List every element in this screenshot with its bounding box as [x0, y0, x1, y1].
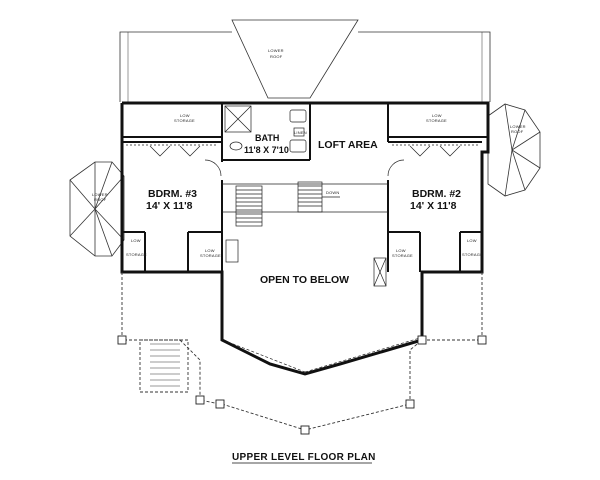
plan-title: UPPER LEVEL FLOOR PLAN — [232, 452, 376, 463]
low-storage-top-left-storage: STORAGE — [174, 118, 195, 123]
deck-posts — [117, 335, 487, 435]
plan-details — [126, 105, 480, 373]
bdrm3-label: BDRM. #3 — [148, 188, 197, 200]
low-storage-bl-low: LOW — [205, 248, 215, 253]
roof-top-label: ROOF — [270, 54, 283, 59]
lower-roof-top-label: LOWER — [268, 48, 284, 53]
exterior-walls — [120, 101, 490, 376]
open-to-below-label: OPEN TO BELOW — [260, 274, 349, 286]
roof-outline — [119, 19, 491, 102]
linen-label: LINEN — [294, 130, 307, 135]
bdrm2-label: BDRM. #2 — [412, 188, 461, 200]
low-storage-left-vertical-storage: STORAGE — [126, 252, 147, 257]
bath-size-label: 11'8 X 7'10 — [244, 145, 289, 155]
bdrm2-size-label: 14' X 11'8 — [410, 200, 457, 212]
right-turret-roof-label: ROOF — [511, 129, 524, 134]
low-storage-right-vertical-storage: STORAGE — [462, 252, 483, 257]
left-turret — [69, 161, 125, 257]
deck-outline — [121, 272, 483, 431]
left-turret-roof-label: ROOF — [94, 197, 107, 202]
right-turret-lower-label: LOWER — [510, 124, 526, 129]
low-storage-left-vertical-low: LOW — [131, 238, 141, 243]
bath-label: BATH — [255, 133, 279, 143]
left-turret-lower-label: LOWER — [92, 192, 108, 197]
low-storage-bl-storage: STORAGE — [200, 253, 221, 258]
low-storage-br-storage: STORAGE — [392, 253, 413, 258]
low-storage-top-left-low: LOW — [180, 113, 190, 118]
stair-down-label: DOWN — [326, 190, 339, 195]
low-storage-right-vertical-low: LOW — [467, 238, 477, 243]
right-turret — [487, 103, 541, 197]
interior-walls — [122, 103, 488, 272]
bdrm3-size-label: 14' X 11'8 — [146, 200, 193, 212]
deck-stair — [150, 343, 180, 387]
low-storage-top-right-storage: STORAGE — [426, 118, 447, 123]
low-storage-top-right-low: LOW — [432, 113, 442, 118]
loft-area-label: LOFT AREA — [318, 139, 378, 151]
low-storage-br-low: LOW — [396, 248, 406, 253]
